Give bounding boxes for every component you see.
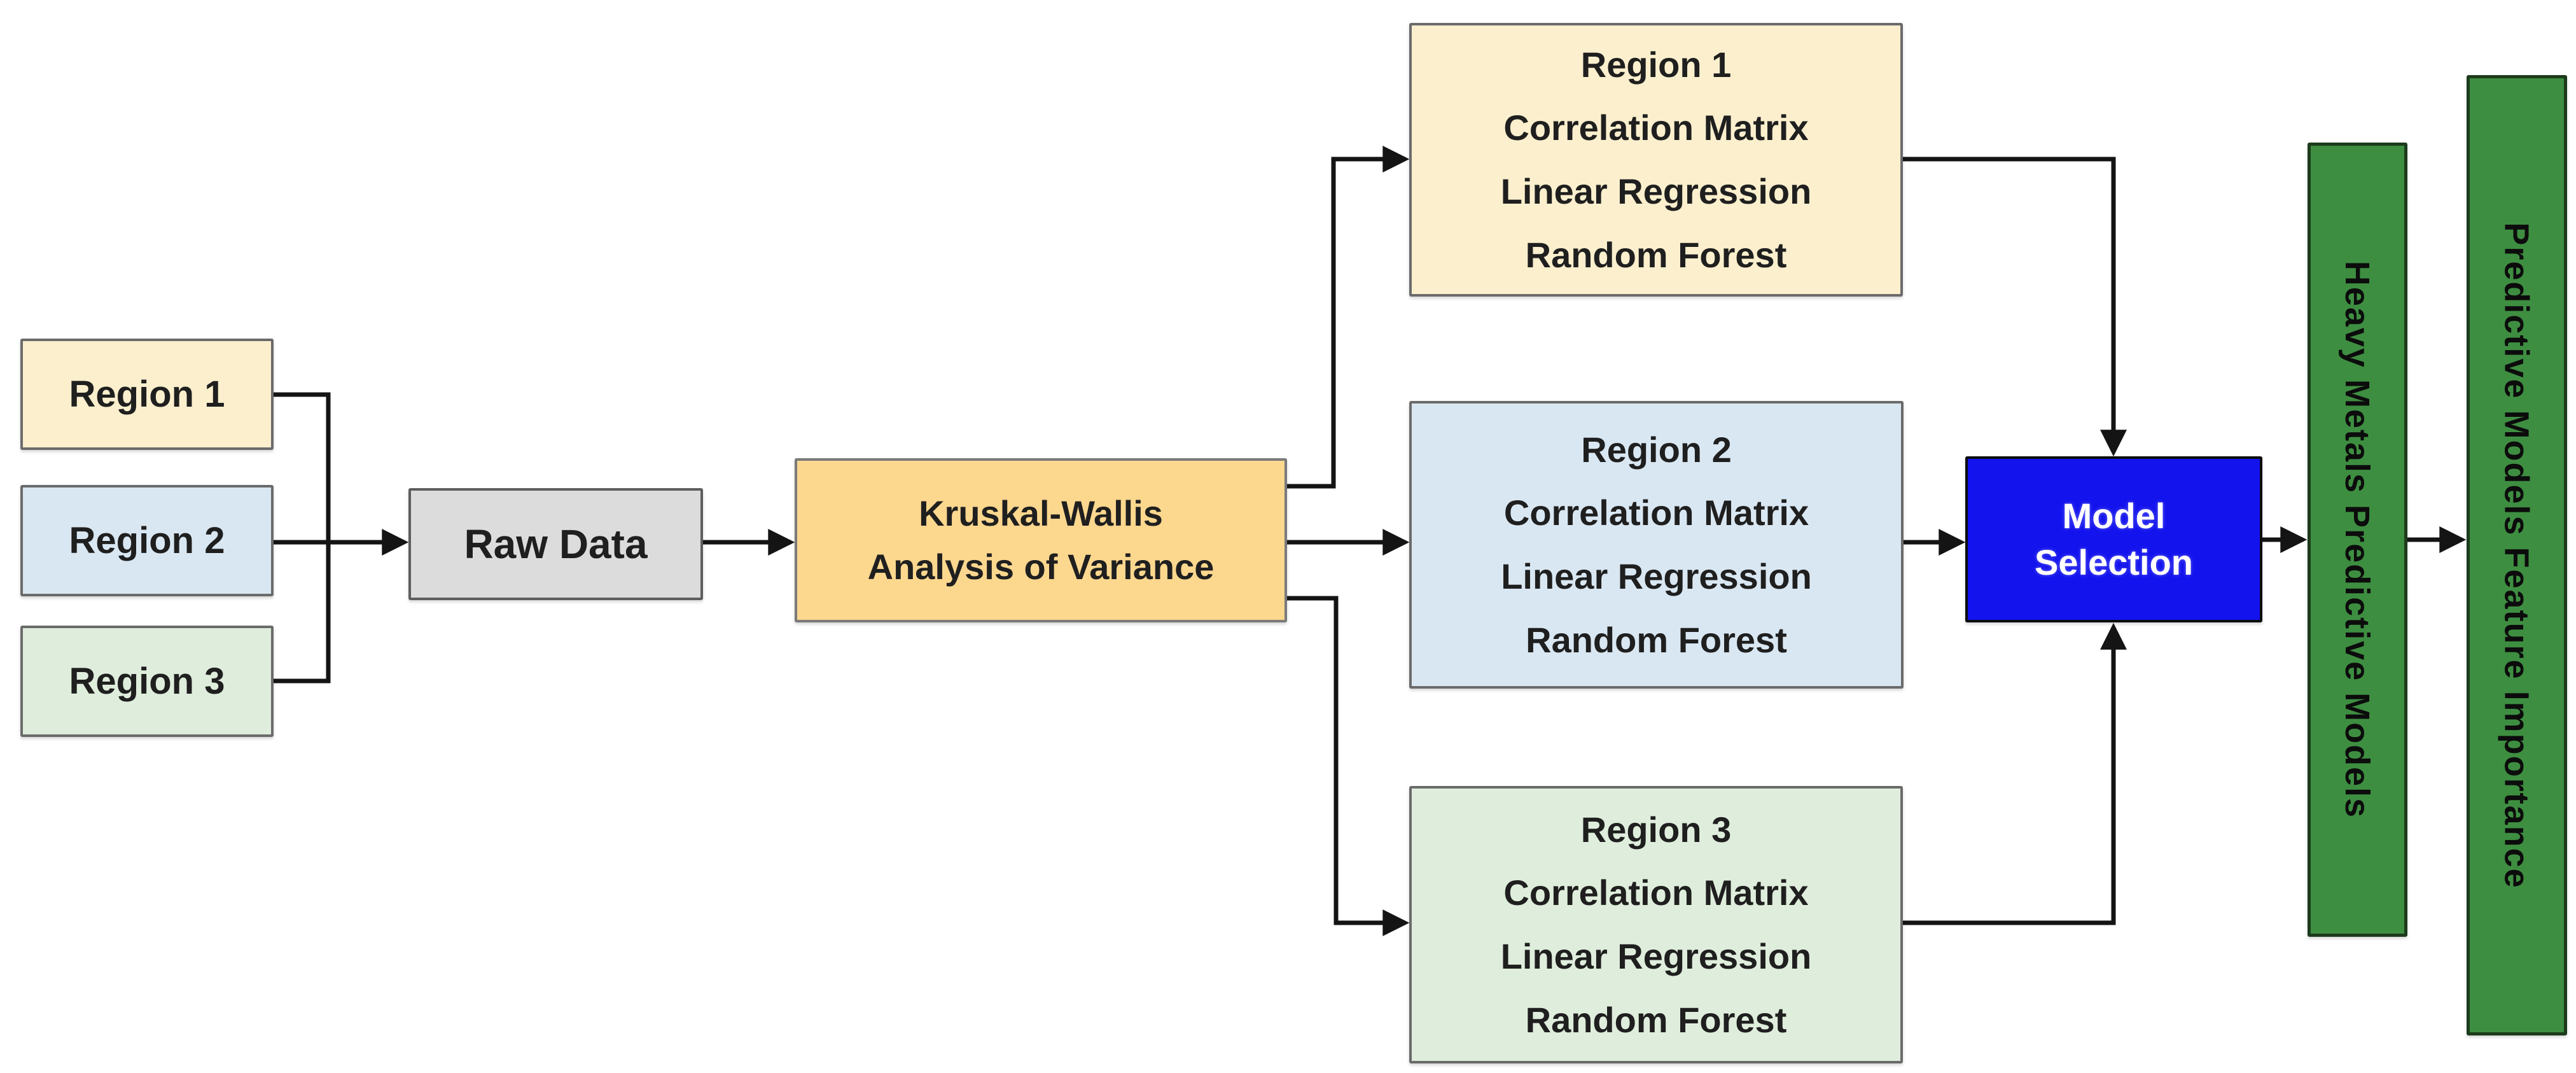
region-1-analysis-line-3: Linear Regression	[1500, 171, 1812, 211]
region-3-analysis-line-2: Correlation Matrix	[1503, 873, 1809, 913]
model-selection-box: Model Selection	[1965, 456, 2262, 622]
edge-kruskal-to-region3-analysis	[1287, 596, 1410, 936]
region-1-analysis-line-4: Random Forest	[1525, 234, 1787, 275]
region-2-analysis-line-2: Correlation Matrix	[1503, 493, 1809, 533]
edge-kruskal-to-region1-analysis	[1287, 146, 1410, 489]
model-selection-line-1: Model	[2062, 495, 2166, 536]
edge-regions-merge-bracket	[274, 392, 331, 684]
region-1-analysis-box: Region 1 Correlation Matrix Linear Regre…	[1409, 23, 1903, 297]
kruskal-wallis-line-1: Kruskal-Wallis	[919, 493, 1163, 533]
edge-region3-analysis-to-model-selection	[1903, 622, 2127, 925]
kruskal-wallis-line-2: Analysis of Variance	[867, 547, 1215, 587]
region-3-analysis-box: Region 3 Correlation Matrix Linear Regre…	[1409, 786, 1903, 1063]
region-2-analysis-box: Region 2 Correlation Matrix Linear Regre…	[1409, 401, 1904, 689]
heavy-metals-predictive-models-bar: Heavy Metals Predictive Models	[2308, 143, 2407, 937]
region-2-analysis-line-1: Region 2	[1581, 429, 1732, 470]
region-1-label: Region 1	[69, 374, 225, 415]
predictive-models-feature-importance-label: Predictive Models Feature Importance	[2498, 221, 2537, 889]
region-2-analysis-line-4: Random Forest	[1526, 619, 1787, 660]
region-2-box: Region 2	[20, 485, 274, 596]
region-1-analysis-line-1: Region 1	[1580, 44, 1732, 85]
region-3-label: Region 3	[69, 661, 225, 702]
model-selection-line-2: Selection	[2035, 542, 2193, 582]
region-2-label: Region 2	[69, 520, 225, 561]
region-3-analysis-line-4: Random Forest	[1525, 999, 1787, 1040]
kruskal-wallis-box: Kruskal-Wallis Analysis of Variance	[795, 458, 1287, 622]
raw-data-label: Raw Data	[464, 521, 648, 567]
region-1-box: Region 1	[20, 339, 274, 450]
predictive-models-feature-importance-bar: Predictive Models Feature Importance	[2467, 75, 2567, 1035]
raw-data-box: Raw Data	[408, 488, 703, 600]
region-3-box: Region 3	[20, 626, 274, 737]
edge-region1-analysis-to-model-selection	[1903, 157, 2127, 457]
region-2-analysis-line-3: Linear Regression	[1501, 556, 1812, 596]
region-1-analysis-line-2: Correlation Matrix	[1503, 108, 1809, 148]
region-3-analysis-line-3: Linear Regression	[1500, 936, 1812, 976]
region-3-analysis-line-1: Region 3	[1580, 809, 1732, 850]
heavy-metals-predictive-models-label: Heavy Metals Predictive Models	[2338, 260, 2377, 819]
